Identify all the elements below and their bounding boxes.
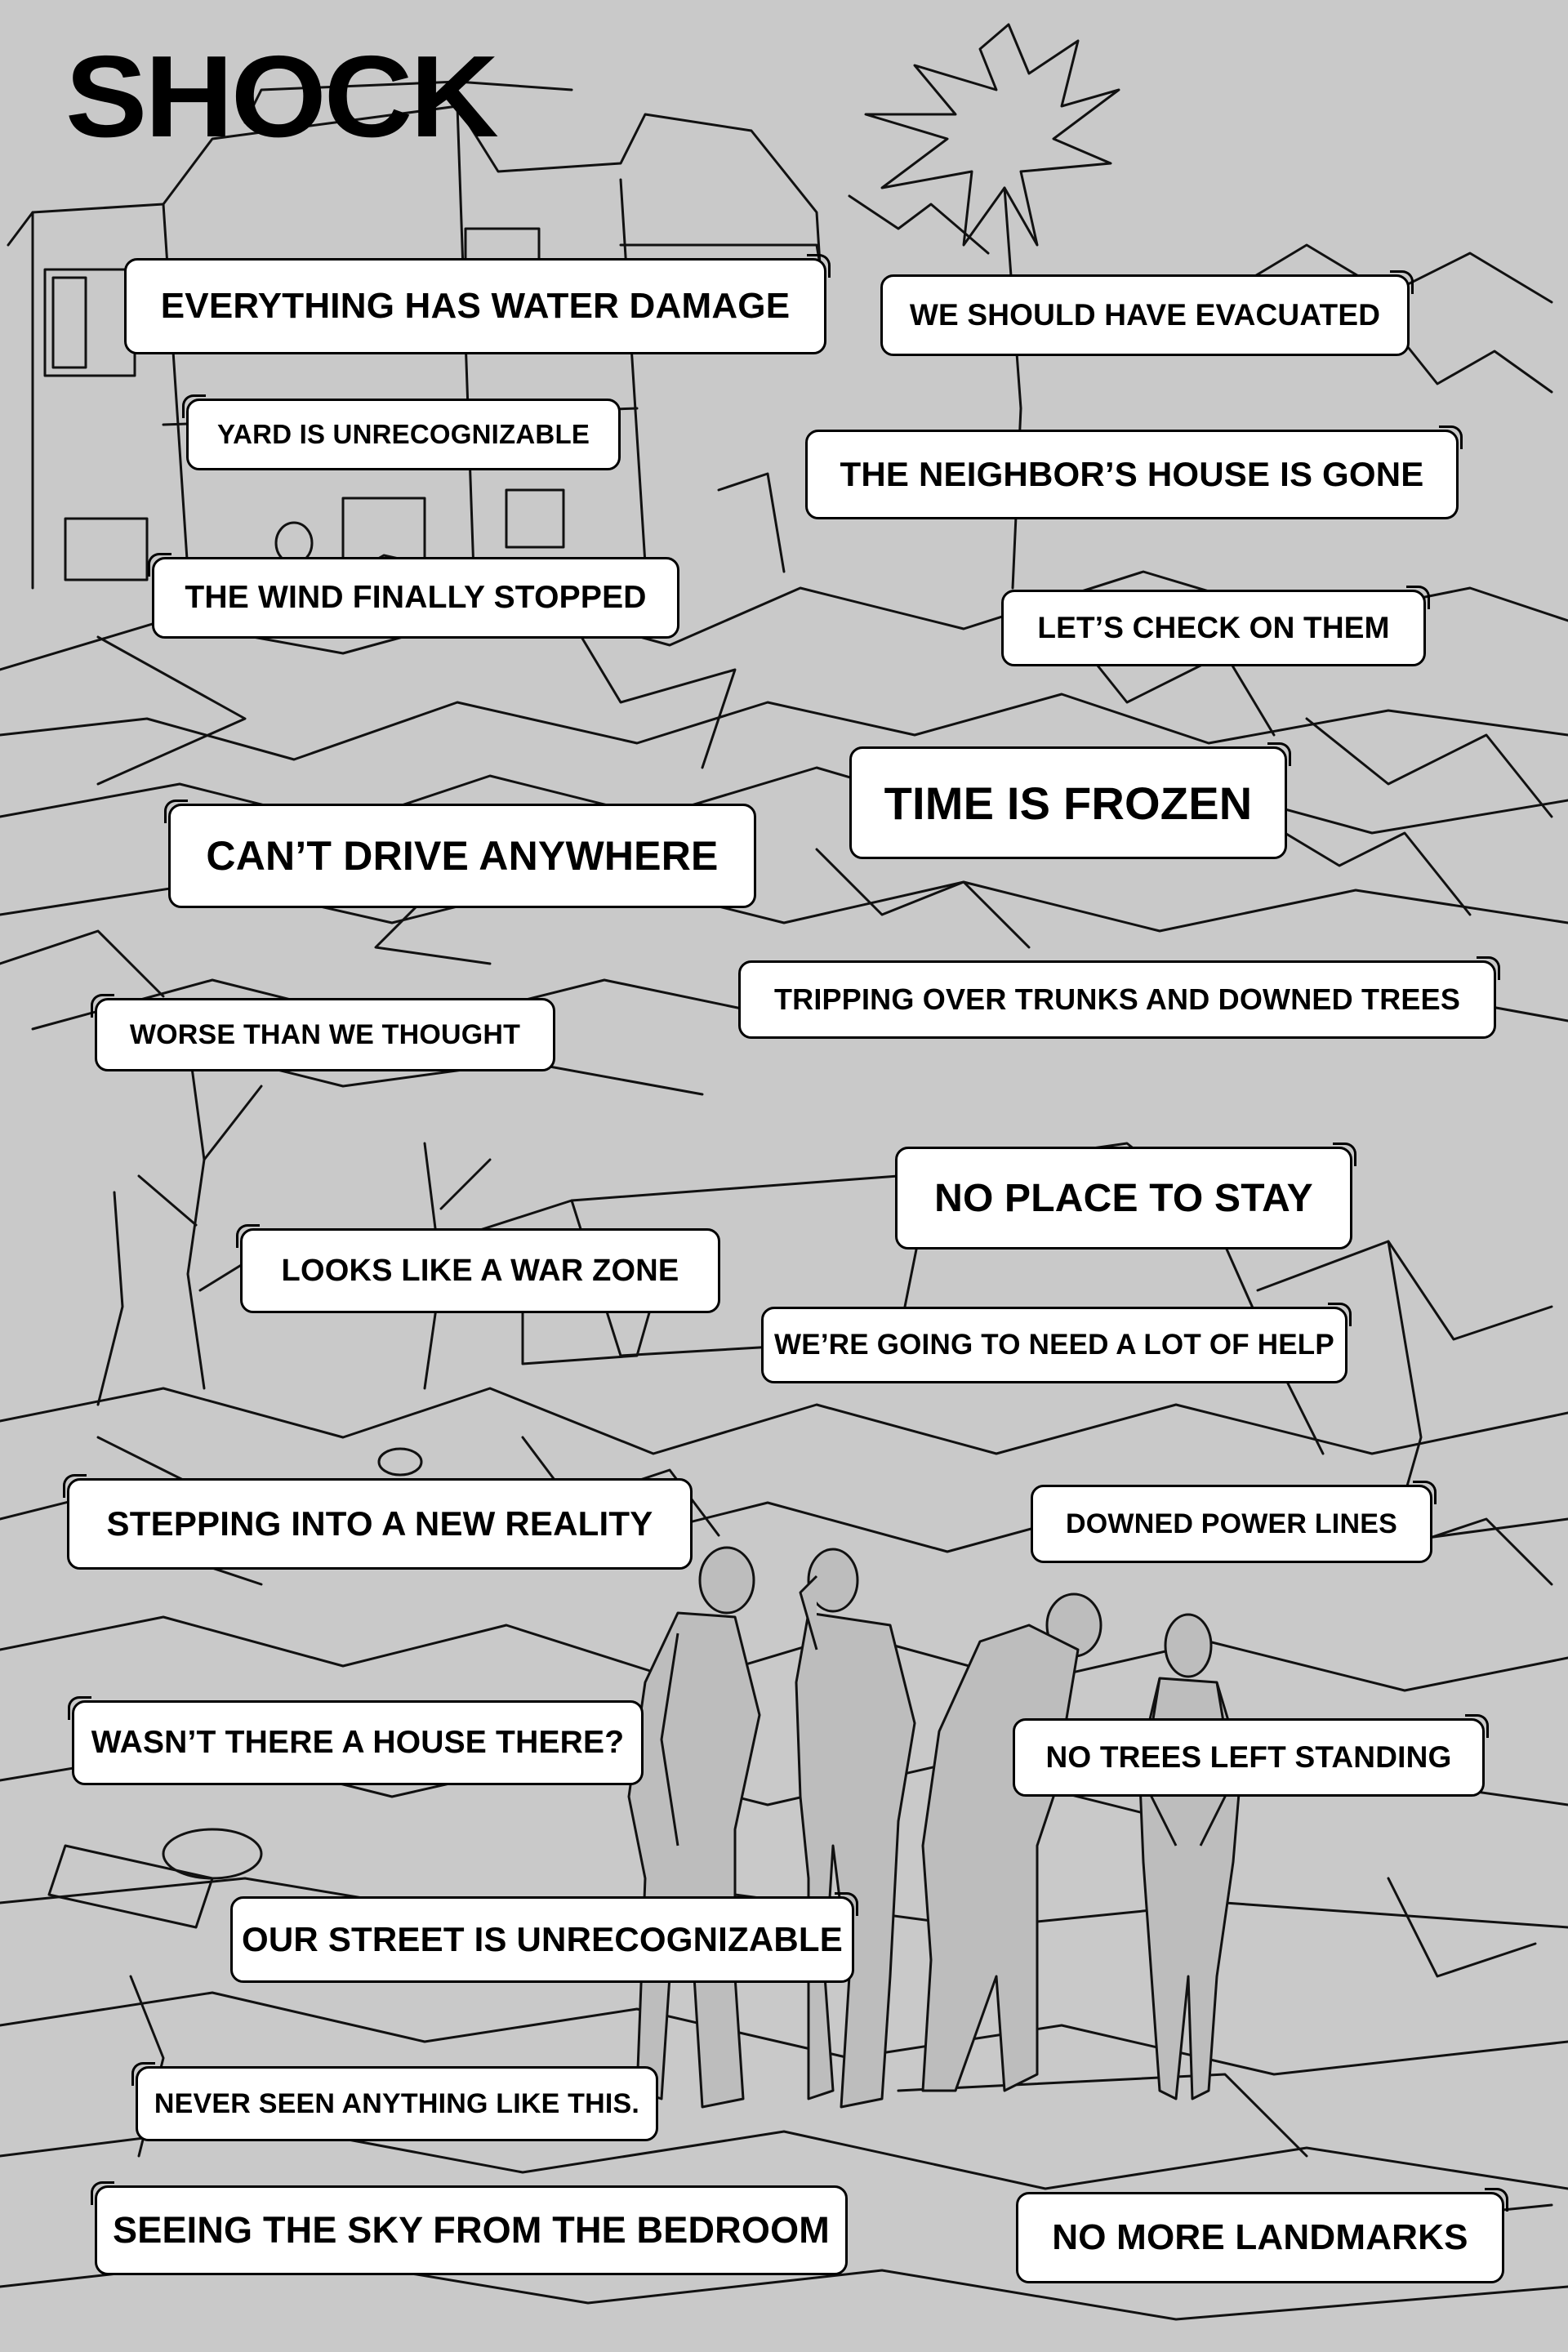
phrase-text: LET’S CHECK ON THEM (1037, 611, 1390, 644)
speech-bubble: NEVER SEEN ANYTHING LIKE THIS. (131, 2062, 658, 2141)
speech-bubble: NO TREES LEFT STANDING (1013, 1714, 1489, 1797)
speech-bubble: LOOKS LIKE A WAR ZONE (236, 1224, 720, 1313)
speech-bubble: STEPPING INTO A NEW REALITY (63, 1474, 693, 1570)
speech-bubble: WE SHOULD HAVE EVACUATED (880, 270, 1414, 356)
speech-bubble: THE NEIGHBOR’S HOUSE IS GONE (805, 425, 1463, 519)
phrase-text: NO PLACE TO STAY (934, 1176, 1313, 1220)
phrase-text: LOOKS LIKE A WAR ZONE (281, 1253, 679, 1288)
phrase-text: WE SHOULD HAVE EVACUATED (909, 298, 1381, 332)
speech-bubble: DOWNED POWER LINES (1031, 1481, 1437, 1563)
phrase-text: THE NEIGHBOR’S HOUSE IS GONE (840, 455, 1424, 493)
phrase-text: THE WIND FINALLY STOPPED (185, 580, 647, 615)
speech-bubble: YARD IS UNRECOGNIZABLE (182, 394, 621, 470)
speech-bubble: CAN’T DRIVE ANYWHERE (164, 800, 756, 908)
phrase-text: DOWNED POWER LINES (1066, 1508, 1397, 1539)
phrase-text: STEPPING INTO A NEW REALITY (106, 1504, 653, 1543)
speech-bubble: EVERYTHING HAS WATER DAMAGE (124, 254, 831, 354)
speech-bubble: LET’S CHECK ON THEM (1001, 586, 1430, 666)
phrase-text: CAN’T DRIVE ANYWHERE (206, 833, 719, 879)
phrase-text: NO TREES LEFT STANDING (1045, 1740, 1452, 1774)
phrase-text: TIME IS FROZEN (884, 777, 1253, 829)
speech-bubble: THE WIND FINALLY STOPPED (148, 553, 679, 639)
speech-bubble: TRIPPING OVER TRUNKS AND DOWNED TREES (738, 956, 1500, 1039)
speech-bubble: NO PLACE TO STAY (895, 1143, 1356, 1250)
phrase-text: WE’RE GOING TO NEED A LOT OF HELP (774, 1329, 1334, 1361)
phrase-text: WORSE THAN WE THOUGHT (129, 1018, 521, 1050)
phrase-text: EVERYTHING HAS WATER DAMAGE (160, 286, 791, 326)
speech-bubble: SEEING THE SKY FROM THE BEDROOM (91, 2181, 848, 2275)
phrase-text: WASN’T THERE A HOUSE THERE? (91, 1725, 625, 1760)
speech-bubble: WORSE THAN WE THOUGHT (91, 994, 555, 1071)
phrase-text: NO MORE LANDMARKS (1052, 2217, 1468, 2257)
phrase-text: TRIPPING OVER TRUNKS AND DOWNED TREES (773, 982, 1461, 1016)
poster-title: SHOCK (65, 32, 499, 162)
phrase-text: YARD IS UNRECOGNIZABLE (216, 419, 590, 449)
phrase-text: SEEING THE SKY FROM THE BEDROOM (113, 2209, 830, 2251)
speech-bubble: WE’RE GOING TO NEED A LOT OF HELP (761, 1303, 1352, 1383)
speech-bubble: WASN’T THERE A HOUSE THERE? (68, 1696, 644, 1785)
speech-bubble: TIME IS FROZEN (849, 742, 1291, 859)
phrase-text: NEVER SEEN ANYTHING LIKE THIS. (154, 2087, 640, 2119)
speech-bubble: NO MORE LANDMARKS (1016, 2188, 1508, 2283)
phrase-text: OUR STREET IS UNRECOGNIZABLE (242, 1920, 843, 1958)
speech-bubble: OUR STREET IS UNRECOGNIZABLE (230, 1892, 858, 1983)
